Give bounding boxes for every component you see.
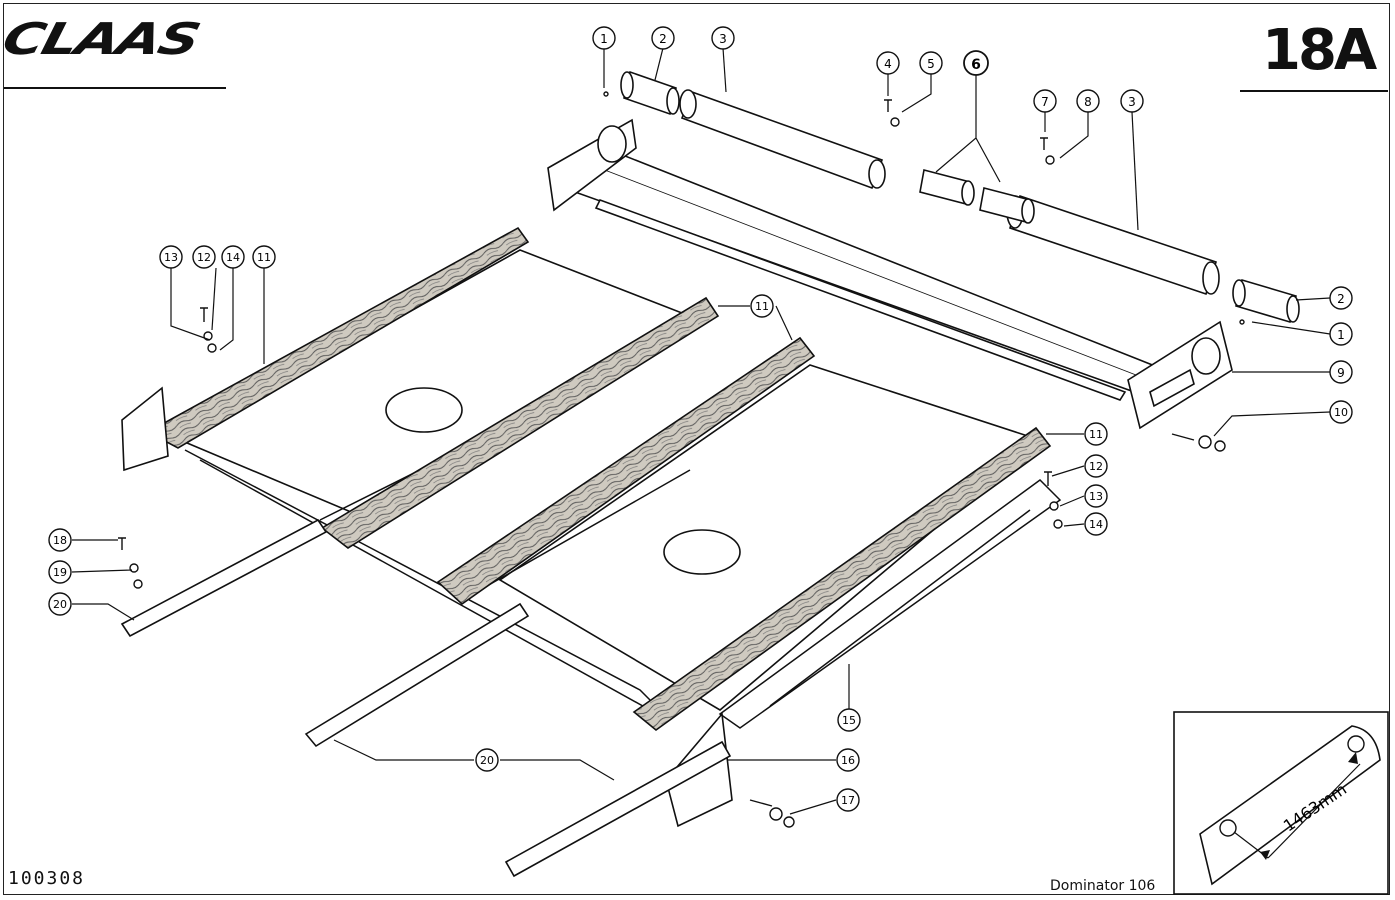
callout-1-b: 1	[1329, 322, 1353, 346]
callout-3-a: 3	[711, 26, 735, 50]
svg-text:6: 6	[971, 57, 981, 73]
callout-11-c: 11	[1084, 422, 1108, 446]
rear-beam	[574, 149, 1162, 401]
callout-4: 4	[876, 51, 900, 75]
svg-text:4: 4	[884, 57, 892, 71]
tube-3-left	[679, 89, 886, 190]
svg-text:2: 2	[1337, 292, 1345, 306]
svg-text:7: 7	[1041, 95, 1049, 109]
svg-text:20: 20	[480, 754, 494, 767]
svg-text:11: 11	[257, 251, 271, 264]
callout-18: 18	[48, 528, 72, 552]
svg-text:5: 5	[927, 57, 935, 71]
logo-underline	[4, 87, 226, 89]
inset-detail: 1463mm	[1173, 711, 1389, 895]
bolts	[118, 91, 1245, 828]
callout-13-b: 13	[1084, 484, 1108, 508]
svg-text:14: 14	[226, 251, 240, 264]
svg-text:1: 1	[1337, 328, 1345, 342]
callout-7: 7	[1033, 89, 1057, 113]
callout-17: 17	[836, 788, 860, 812]
callout-3-b: 3	[1120, 89, 1144, 113]
flat-bar-20-a	[120, 518, 328, 638]
svg-text:1: 1	[600, 32, 608, 46]
model-label: Dominator 106	[1050, 878, 1156, 894]
callout-16: 16	[836, 748, 860, 772]
svg-text:19: 19	[53, 566, 67, 579]
clamps-6	[919, 169, 1035, 224]
callout-20-b: 20	[475, 748, 499, 772]
callout-19: 19	[48, 560, 72, 584]
callout-13-a: 13	[159, 245, 183, 269]
page-number-underline	[1240, 90, 1388, 92]
svg-text:16: 16	[841, 754, 855, 767]
svg-text:11: 11	[1089, 428, 1103, 441]
svg-text:20: 20	[53, 598, 67, 611]
wood-slat-3	[436, 336, 816, 606]
callout-14-b: 14	[1084, 512, 1108, 536]
sleeve-2-right	[1232, 278, 1300, 324]
svg-text:12: 12	[197, 251, 211, 264]
svg-text:2: 2	[659, 32, 667, 46]
callout-12-a: 12	[192, 245, 216, 269]
leader-lines	[71, 47, 1331, 815]
callout-6: 6	[963, 50, 989, 76]
svg-text:17: 17	[841, 794, 855, 807]
flat-bar-20-c	[504, 740, 732, 878]
document-number: 100308	[8, 868, 86, 889]
rear-end-plate-left	[547, 118, 637, 212]
callout-15: 15	[837, 708, 861, 732]
wood-slat-2	[320, 296, 720, 549]
svg-text:13: 13	[164, 251, 178, 264]
callout-9: 9	[1329, 360, 1353, 384]
tube-3-right	[1006, 194, 1220, 296]
callout-11-a: 11	[252, 245, 276, 269]
callout-12-b: 12	[1084, 454, 1108, 478]
angle-plate-15	[718, 479, 1062, 729]
svg-text:3: 3	[1128, 95, 1136, 109]
callout-5: 5	[919, 51, 943, 75]
flat-bar-20-b	[304, 602, 530, 748]
svg-text:8: 8	[1084, 95, 1092, 109]
callout-1-a: 1	[592, 26, 616, 50]
drawing-frame	[3, 3, 1390, 895]
callout-8: 8	[1076, 89, 1100, 113]
callout-2-a: 2	[651, 26, 675, 50]
svg-text:14: 14	[1089, 518, 1103, 531]
callout-14-a: 14	[221, 245, 245, 269]
page-number: 18A	[1262, 18, 1377, 83]
svg-text:9: 9	[1337, 366, 1345, 380]
end-plate-9	[1127, 320, 1233, 430]
svg-text:15: 15	[842, 714, 856, 727]
svg-text:10: 10	[1334, 406, 1348, 419]
svg-text:3: 3	[719, 32, 727, 46]
callout-20-a: 20	[48, 592, 72, 616]
wood-slat-4	[632, 426, 1052, 732]
callout-10: 10	[1329, 400, 1353, 424]
bracket-left	[121, 386, 169, 472]
svg-text:12: 12	[1089, 460, 1103, 473]
svg-text:11: 11	[755, 300, 769, 313]
wood-slat-1	[146, 226, 530, 449]
svg-text:13: 13	[1089, 490, 1103, 503]
sleeve-2-left	[620, 70, 680, 116]
svg-text:18: 18	[53, 534, 67, 547]
callout-2-b: 2	[1329, 286, 1353, 310]
callout-11-b: 11	[750, 294, 774, 318]
